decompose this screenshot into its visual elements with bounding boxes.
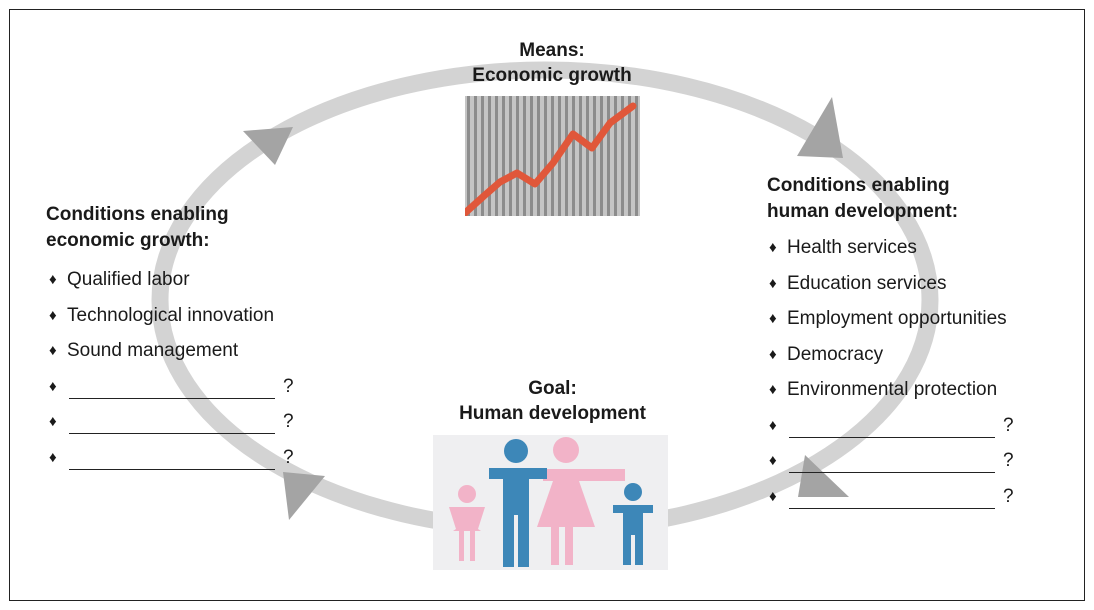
chart-bar-stripe [516, 96, 519, 216]
question-mark: ? [1003, 450, 1014, 471]
diamond-bullet-icon: ♦ [49, 271, 57, 288]
diamond-bullet-icon: ♦ [49, 448, 57, 466]
chart-bar-stripe [607, 96, 610, 216]
chart-bar-stripe [551, 96, 554, 216]
goal-title-line1: Goal: [528, 378, 577, 399]
chart-bar-stripe [635, 96, 638, 216]
question-mark: ? [283, 375, 294, 397]
diamond-bullet-icon: ♦ [769, 487, 777, 505]
right-heading-line1: Conditions enabling [767, 175, 950, 196]
woman-figure [537, 437, 625, 565]
human-development-condition-item: ♦ Democracy [769, 337, 1014, 373]
human-development-condition-item: ♦ Employment opportunities [769, 301, 1014, 337]
human-development-condition-item-label: Health services [787, 237, 917, 258]
diamond-bullet-icon: ♦ [49, 342, 57, 359]
girl-figure [449, 485, 485, 561]
figure-frame [9, 9, 1085, 601]
chart-bar-stripe [474, 96, 477, 216]
chart-bar-stripe [488, 96, 491, 216]
chart-bar-stripe [586, 96, 589, 216]
diamond-bullet-icon: ♦ [769, 381, 777, 398]
chart-bar-stripe [593, 96, 596, 216]
diamond-bullet-icon: ♦ [769, 416, 777, 434]
cycle-arrow-bottom-right [798, 455, 849, 497]
goal-title-line2: Human development [459, 403, 646, 424]
man-figure [489, 439, 547, 567]
human-development-condition-item-label: Environmental protection [787, 379, 998, 400]
chart-bar-stripe [509, 96, 512, 216]
right-heading-line2: human development: [767, 201, 959, 222]
chart-bar-stripe [621, 96, 624, 216]
chart-bar-stripe [481, 96, 484, 216]
diamond-bullet-icon: ♦ [49, 377, 57, 395]
question-mark: ? [283, 411, 294, 432]
human-development-condition-item: ♦ Environmental protection [769, 372, 1014, 408]
diamond-bullet-icon: ♦ [769, 239, 777, 256]
left-heading: Conditions enabling economic growth: [46, 202, 229, 254]
fill-in-blank-line [789, 484, 995, 509]
human-development-condition-blank-item: ♦? [769, 479, 1014, 515]
diamond-bullet-icon: ♦ [769, 452, 777, 469]
chart-bar-stripe [572, 96, 575, 216]
chart-bar-stripe [537, 96, 540, 216]
diamond-bullet-icon: ♦ [49, 413, 57, 430]
cycle-arrow-top-right [797, 97, 843, 158]
economic-growth-chart-icon [465, 96, 640, 216]
human-development-condition-item: ♦ Education services [769, 266, 1014, 302]
question-mark: ? [283, 446, 294, 468]
chart-bar-stripe [600, 96, 603, 216]
chart-bar-stripe [614, 96, 617, 216]
diamond-bullet-icon: ♦ [769, 310, 777, 327]
chart-bar-stripe [530, 96, 533, 216]
chart-bar-stripe [502, 96, 505, 216]
economic-growth-condition-blank-item: ♦? [49, 404, 294, 440]
means-title: Means: Economic growth [447, 38, 657, 88]
economic-growth-condition-item: ♦ Sound management [49, 333, 294, 369]
economic-growth-condition-item-label: Technological innovation [67, 304, 275, 326]
fill-in-blank-line [789, 413, 995, 438]
chart-bar-stripe [544, 96, 547, 216]
cycle-arrow-top-left [243, 127, 293, 165]
economic-growth-conditions-list: ♦ Qualified labor ♦ Technological innovatio… [49, 262, 294, 475]
economic-growth-condition-item-label: Qualified labor [67, 269, 190, 290]
economic-growth-condition-item: ♦ Technological innovation [49, 298, 294, 334]
fill-in-blank-line [69, 374, 275, 399]
question-mark: ? [1003, 485, 1014, 507]
family-icon [433, 435, 668, 570]
fill-in-blank-line [789, 448, 995, 474]
human-development-condition-item: ♦ Health services [769, 230, 1014, 266]
diamond-bullet-icon: ♦ [769, 345, 777, 363]
chart-bar-stripe [523, 96, 526, 216]
chart-bars [467, 96, 638, 216]
chart-bar-stripe [467, 96, 470, 216]
diamond-bullet-icon: ♦ [49, 306, 57, 324]
economic-growth-condition-blank-item: ♦? [49, 369, 294, 405]
question-mark: ? [1003, 414, 1014, 436]
diamond-bullet-icon: ♦ [769, 274, 777, 292]
goal-title: Goal: Human development [435, 376, 670, 426]
human-development-condition-item-label: Education services [787, 272, 947, 294]
cycle-arrow-bottom-left [283, 472, 325, 520]
human-development-condition-blank-item: ♦? [769, 408, 1014, 444]
fill-in-blank-line [69, 445, 275, 470]
left-heading-line1: Conditions enabling [46, 204, 229, 225]
means-title-line1: Means: [519, 40, 585, 61]
human-development-conditions-list: ♦ Health services ♦ Education services ♦ Empl… [769, 230, 1014, 514]
economic-growth-condition-item-label: Sound management [67, 340, 239, 361]
human-development-condition-item-label: Employment opportunities [787, 308, 1007, 329]
human-development-condition-item-label: Democracy [787, 343, 884, 365]
fill-in-blank-line [69, 409, 275, 435]
human-development-condition-blank-item: ♦? [769, 443, 1014, 479]
economic-growth-condition-item: ♦ Qualified labor [49, 262, 294, 298]
chart-bar-stripe [628, 96, 631, 216]
left-heading-line2: economic growth: [46, 230, 210, 251]
boy-figure [613, 483, 653, 565]
chart-bar-stripe [495, 96, 498, 216]
means-title-line2: Economic growth [472, 65, 632, 86]
chart-bar-stripe [579, 96, 582, 216]
chart-bar-stripe [565, 96, 568, 216]
economic-growth-condition-blank-item: ♦? [49, 440, 294, 476]
right-heading: Conditions enabling human development: [767, 173, 958, 225]
growth-line [465, 102, 637, 216]
